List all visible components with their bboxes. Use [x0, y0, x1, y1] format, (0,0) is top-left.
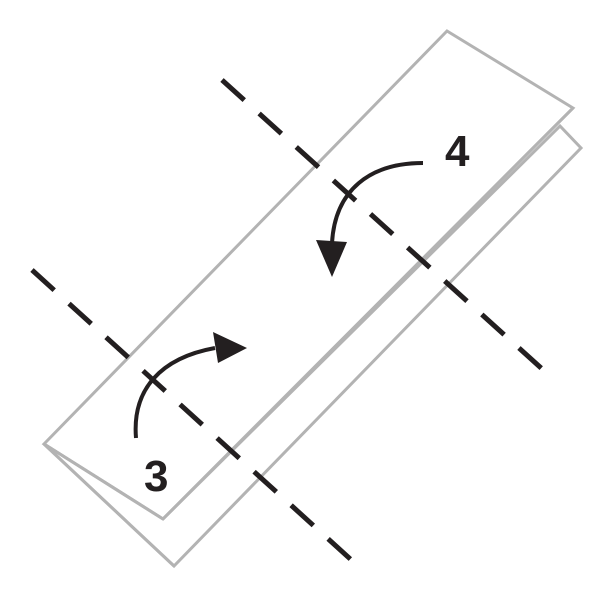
step-label-4: 4 [445, 127, 470, 176]
paper-inner-fold-edge [43, 442, 164, 521]
curved-arrow-icon [316, 161, 424, 277]
paper-bottom-edge [42, 442, 176, 568]
paper-back-layer [41, 29, 576, 521]
fold-line-3 [30, 268, 360, 568]
fold-line-4 [220, 78, 552, 378]
curved-arrow-icon [133, 332, 247, 439]
step-label-3: 3 [144, 452, 169, 501]
